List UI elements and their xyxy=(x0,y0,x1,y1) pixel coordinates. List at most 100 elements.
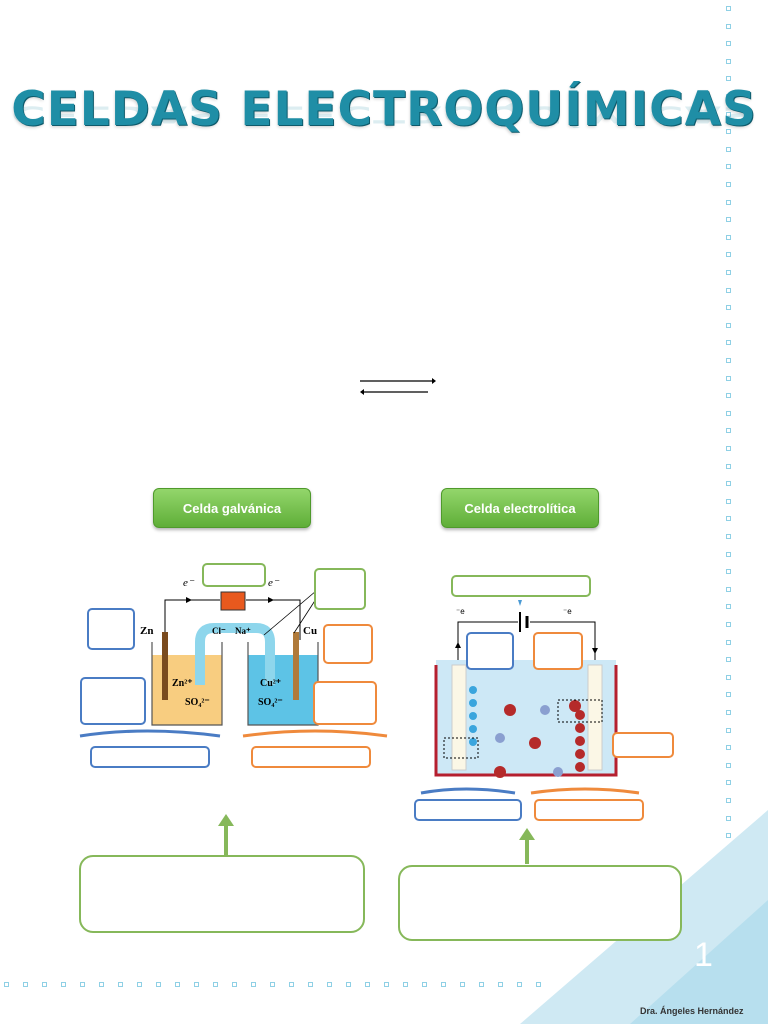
label-box-salt-bridge[interactable] xyxy=(314,568,366,610)
border-square xyxy=(460,982,465,987)
border-square xyxy=(726,727,731,733)
border-square xyxy=(726,569,731,575)
border-square xyxy=(726,833,731,839)
border-square xyxy=(726,322,731,328)
electrolytic-brackets xyxy=(420,787,640,795)
label-box-power-source[interactable] xyxy=(451,575,591,597)
border-square xyxy=(726,622,731,627)
label-box-cathode-solution[interactable] xyxy=(313,681,377,725)
border-square xyxy=(4,982,9,987)
label-box-anode-solution[interactable] xyxy=(80,677,146,725)
cu-label: Cu xyxy=(303,625,318,637)
border-square xyxy=(289,982,294,987)
border-square xyxy=(726,657,731,663)
border-square xyxy=(498,982,503,987)
answer-box-electrolytic[interactable] xyxy=(398,865,682,941)
label-box-external-circuit[interactable] xyxy=(202,563,266,587)
label-box-cathode[interactable] xyxy=(323,624,373,664)
border-square xyxy=(726,252,731,258)
border-square xyxy=(99,982,104,987)
border-square xyxy=(726,463,731,469)
label-box-oxidation-electrolytic[interactable] xyxy=(414,799,522,821)
cl-ion-label: Cl⁻ xyxy=(212,626,226,636)
border-square xyxy=(42,982,47,987)
border-square xyxy=(726,762,731,768)
border-square xyxy=(365,982,370,987)
border-square xyxy=(327,982,332,987)
cu-ion-label: Cu²⁺ xyxy=(260,678,282,689)
border-square xyxy=(536,982,541,987)
border-square xyxy=(726,358,731,363)
border-square xyxy=(726,639,731,645)
border-square xyxy=(726,710,731,715)
border-square xyxy=(726,287,731,293)
border-square xyxy=(726,798,731,803)
border-square xyxy=(137,982,142,987)
border-square xyxy=(726,129,731,135)
border-square xyxy=(726,164,731,170)
galvanic-cell-button[interactable]: Celda galvánica xyxy=(153,488,311,528)
label-box-cathode-electrolytic[interactable] xyxy=(533,632,583,670)
author-credit: Dra. Ángeles Hernández xyxy=(640,1006,744,1016)
border-square xyxy=(726,604,731,610)
border-square xyxy=(726,146,731,152)
label-box-reduction-half[interactable] xyxy=(251,746,371,768)
label-box-anode-electrolytic[interactable] xyxy=(466,632,514,670)
border-square xyxy=(726,815,731,821)
arrow-up-icon xyxy=(519,828,535,864)
border-square xyxy=(403,982,408,987)
border-square xyxy=(251,982,256,987)
border-square xyxy=(726,446,731,451)
border-square xyxy=(726,217,731,223)
pointer-lines xyxy=(263,590,317,636)
label-box-oxidation-half[interactable] xyxy=(90,746,210,768)
zn-ion-label: Zn²⁺ xyxy=(172,678,193,689)
border-square xyxy=(726,305,731,311)
border-square xyxy=(726,498,731,504)
half-cell-brackets xyxy=(79,729,388,738)
border-square xyxy=(726,270,731,275)
border-square xyxy=(422,982,427,987)
border-square xyxy=(726,111,731,117)
page-number: 1 xyxy=(694,936,713,974)
electrolytic-cell-button[interactable]: Celda electrolítica xyxy=(441,488,599,528)
border-square xyxy=(194,982,199,987)
border-square xyxy=(726,182,731,187)
border-square xyxy=(726,551,731,557)
border-square xyxy=(726,674,731,680)
border-square xyxy=(726,410,731,416)
border-square xyxy=(726,23,731,29)
border-square xyxy=(479,982,484,987)
electron-label-right: e⁻ xyxy=(268,577,279,589)
border-square xyxy=(232,982,237,987)
border-square xyxy=(726,780,731,786)
border-square xyxy=(61,982,66,987)
border-square xyxy=(726,481,731,487)
border-square xyxy=(270,982,275,987)
label-box-anode[interactable] xyxy=(87,608,135,650)
title-reflection: CELDAS ELECTROQUÍMICAS xyxy=(11,100,757,129)
border-square xyxy=(555,982,560,987)
so4-left-label: SO₄²⁻ xyxy=(185,697,210,708)
answer-box-galvanic[interactable] xyxy=(79,855,365,933)
zn-label: Zn xyxy=(140,625,154,637)
border-square xyxy=(726,6,731,11)
electrolytic-e-left: ⁻e xyxy=(456,607,465,616)
border-square xyxy=(726,534,731,539)
border-square xyxy=(517,982,522,987)
electron-label-left: e⁻ xyxy=(183,577,194,589)
label-box-reduction-electrolytic[interactable] xyxy=(534,799,644,821)
border-square xyxy=(726,76,731,82)
border-square xyxy=(213,982,218,987)
border-square xyxy=(726,375,731,381)
border-square xyxy=(346,982,351,987)
border-square xyxy=(80,982,85,987)
border-square xyxy=(175,982,180,987)
na-ion-label: Na⁺ xyxy=(235,626,251,636)
border-square xyxy=(726,58,731,64)
border-square xyxy=(726,516,731,522)
so4-right-label: SO₄²⁻ xyxy=(258,697,283,708)
equilibrium-arrows-icon xyxy=(360,378,436,395)
label-box-electrolyte[interactable] xyxy=(612,732,674,758)
border-square xyxy=(308,982,313,987)
